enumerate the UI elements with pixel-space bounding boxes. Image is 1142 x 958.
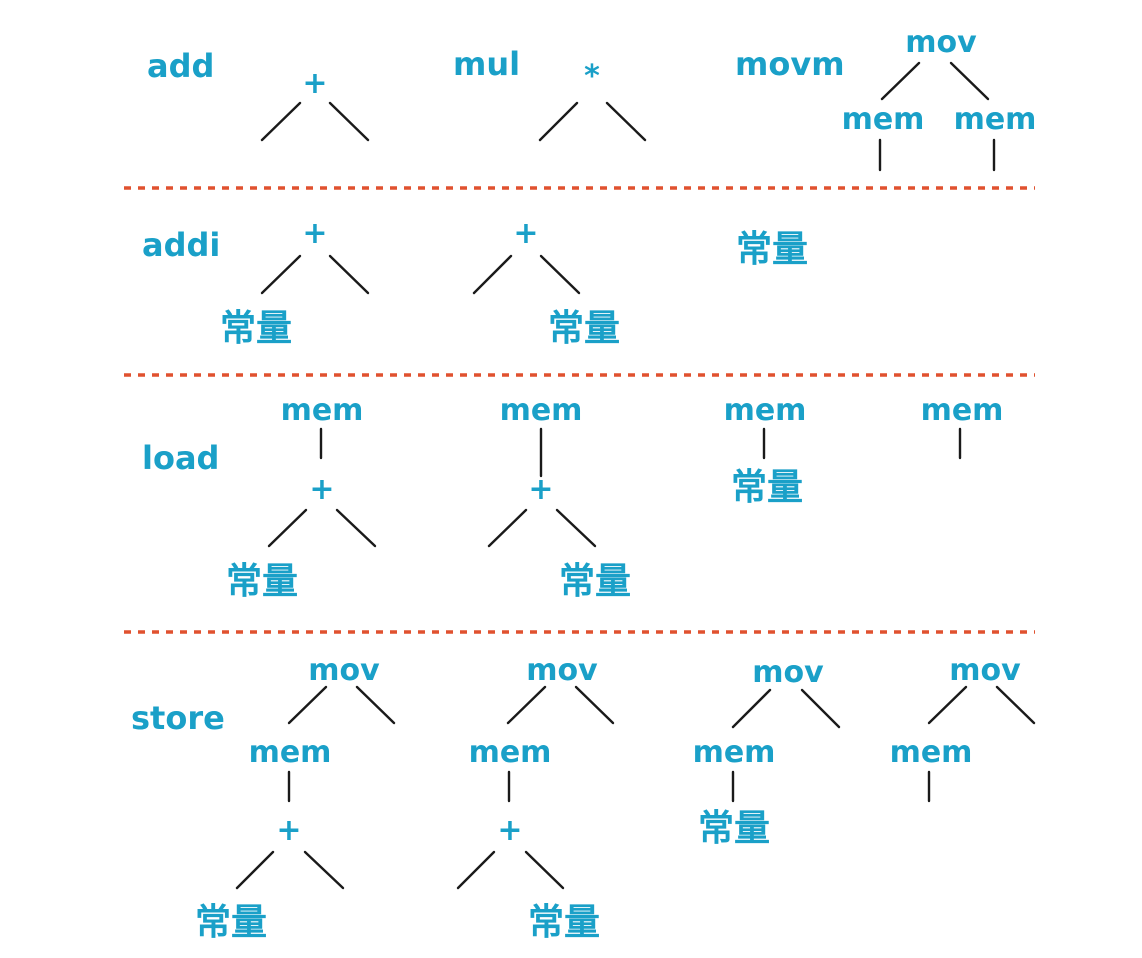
tree-edge xyxy=(506,685,547,725)
row-label-addi: addi xyxy=(142,226,220,264)
tree-edge xyxy=(456,850,496,890)
plus-node: + xyxy=(528,472,553,507)
plus-node: + xyxy=(302,216,327,251)
tree-edge xyxy=(260,254,302,295)
mem-node: mem xyxy=(693,735,776,770)
section-load: load mem + 常量 mem + 常量 mem 常量 mem xyxy=(142,393,1003,602)
tree-edge xyxy=(574,685,615,725)
tree-edge xyxy=(880,61,921,101)
row-label-movm: movm xyxy=(735,45,845,83)
constant-node: 常量 xyxy=(195,902,267,943)
tree-edge xyxy=(328,254,370,295)
constant-node: 常量 xyxy=(528,902,600,943)
constant-node: 常量 xyxy=(736,229,808,270)
mem-node: mem xyxy=(500,393,583,428)
constant-node: 常量 xyxy=(226,561,298,602)
plus-node: + xyxy=(309,472,334,507)
tree-edge xyxy=(303,850,345,890)
constant-node: 常量 xyxy=(559,561,631,602)
tree-edge xyxy=(539,254,581,295)
mov-node: mov xyxy=(308,653,380,688)
tree-edge xyxy=(538,101,579,142)
row-label-add: add xyxy=(147,47,214,85)
times-node: * xyxy=(584,59,600,94)
plus-node: + xyxy=(513,216,538,251)
plus-node: + xyxy=(276,813,301,848)
tree-edge xyxy=(287,685,328,725)
tree-edge xyxy=(267,508,308,548)
mov-node: mov xyxy=(905,25,977,60)
constant-node: 常量 xyxy=(731,467,803,508)
tree-edge xyxy=(927,685,968,725)
tree-edge xyxy=(524,850,565,890)
mem-node: mem xyxy=(469,735,552,770)
mem-node: mem xyxy=(921,393,1004,428)
mem-node: mem xyxy=(842,102,925,137)
mem-node: mem xyxy=(249,735,332,770)
tree-edge xyxy=(472,254,513,295)
tree-edge xyxy=(800,688,841,729)
mem-node: mem xyxy=(281,393,364,428)
plus-node: + xyxy=(302,66,327,101)
row-label-load: load xyxy=(142,439,219,477)
plus-node: + xyxy=(497,813,522,848)
tree-edge xyxy=(328,101,370,142)
tree-edge xyxy=(260,101,302,142)
section-addi: addi + 常量 + 常量 常量 xyxy=(142,216,808,349)
constant-node: 常量 xyxy=(220,308,292,349)
mov-node: mov xyxy=(949,653,1021,688)
mem-node: mem xyxy=(890,735,973,770)
tree-edge xyxy=(487,508,528,548)
row-label-store: store xyxy=(131,699,225,737)
tree-edge xyxy=(555,508,597,548)
tree-edge xyxy=(335,508,377,548)
tree-edge xyxy=(949,61,990,101)
tree-edge xyxy=(355,685,396,725)
tree-edge xyxy=(995,685,1036,725)
section-store: store mov mem + 常量 mov mem + 常量 mov mem … xyxy=(131,653,1036,943)
constant-node: 常量 xyxy=(548,308,620,349)
mem-node: mem xyxy=(724,393,807,428)
constant-node: 常量 xyxy=(698,808,770,849)
tree-edge xyxy=(235,850,275,890)
mov-node: mov xyxy=(526,653,598,688)
tree-edge xyxy=(605,101,647,142)
tree-edge xyxy=(731,688,772,729)
mem-node: mem xyxy=(954,102,1037,137)
mov-node: mov xyxy=(752,655,824,690)
section-arithmetic: add + mul * movm mov mem mem xyxy=(147,25,1037,172)
row-label-mul: mul xyxy=(453,45,520,83)
